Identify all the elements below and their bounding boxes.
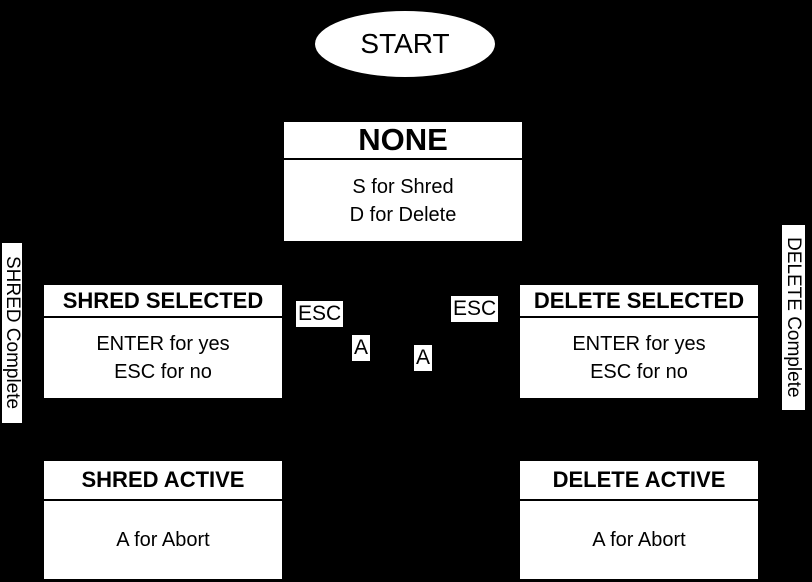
- edge-label-delete-complete: DELETE Complete: [782, 225, 805, 410]
- state-body-line: A for Abort: [116, 529, 210, 551]
- state-shred-active: SHRED ACTIVE A for Abort: [44, 461, 282, 579]
- state-shred-selected-body: ENTER for yes ESC for no: [44, 318, 282, 398]
- edge-label-esc-left: ESC: [296, 301, 344, 327]
- state-none-body: S for Shred D for Delete: [284, 160, 522, 241]
- state-body-line: ENTER for yes: [96, 333, 230, 355]
- state-shred-selected-title: SHRED SELECTED: [44, 285, 282, 318]
- state-none: NONE S for Shred D for Delete: [284, 122, 522, 241]
- edge-label-abort-right: A: [414, 345, 433, 371]
- state-delete-active-title: DELETE ACTIVE: [520, 461, 758, 501]
- state-body-line: ESC for no: [114, 361, 212, 383]
- state-body-line: A for Abort: [592, 529, 686, 551]
- state-delete-active: DELETE ACTIVE A for Abort: [520, 461, 758, 579]
- edge-label-esc-right: ESC: [451, 296, 499, 322]
- state-delete-selected: DELETE SELECTED ENTER for yes ESC for no: [520, 285, 758, 398]
- state-delete-active-body: A for Abort: [520, 501, 758, 579]
- state-delete-selected-title: DELETE SELECTED: [520, 285, 758, 318]
- start-node-label: START: [360, 28, 450, 59]
- state-body-line: D for Delete: [349, 203, 457, 226]
- state-shred-active-body: A for Abort: [44, 501, 282, 579]
- state-shred-active-title: SHRED ACTIVE: [44, 461, 282, 501]
- start-node: START: [315, 11, 495, 77]
- state-body-line: ESC for no: [590, 361, 688, 383]
- edge-label-shred-complete: SHRED Complete: [2, 243, 23, 423]
- edge-label-abort-left: A: [352, 335, 371, 361]
- state-none-title: NONE: [284, 122, 522, 160]
- state-body-line: S for Shred: [352, 175, 454, 198]
- state-body-line: ENTER for yes: [572, 333, 706, 355]
- state-delete-selected-body: ENTER for yes ESC for no: [520, 318, 758, 398]
- state-shred-selected: SHRED SELECTED ENTER for yes ESC for no: [44, 285, 282, 398]
